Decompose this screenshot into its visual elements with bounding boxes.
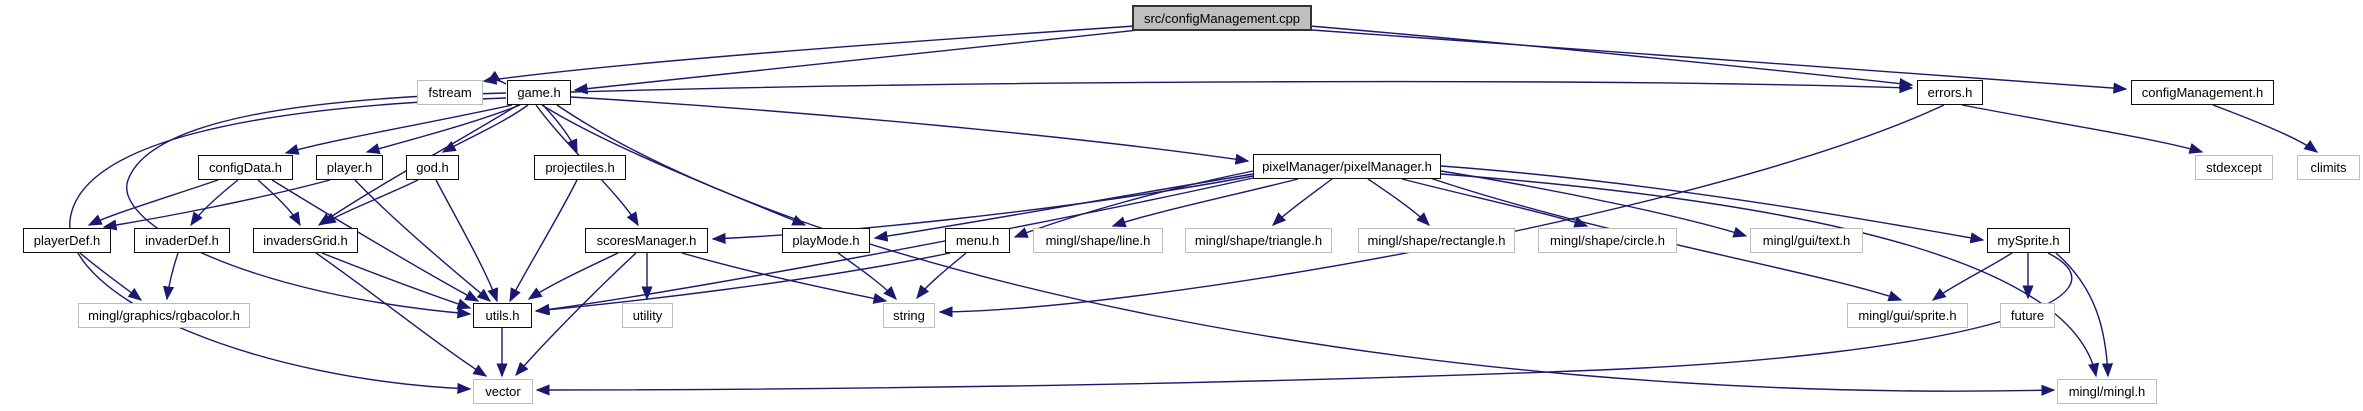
node-climits: climits: [2297, 155, 2360, 180]
edge-game-to-configdata: [284, 104, 513, 155]
node-mysprite-h[interactable]: mySprite.h: [1987, 228, 2070, 253]
node-scoresmanager-h[interactable]: scoresManager.h: [585, 228, 708, 253]
node-mingl-shape-triangle-h: mingl/shape/triangle.h: [1185, 228, 1332, 253]
edge-pixelmanager-to-shapecircle: [1401, 178, 1589, 228]
node-invaderdef-h[interactable]: invaderDef.h: [134, 228, 230, 253]
node-pixelmanager-h[interactable]: pixelManager/pixelManager.h: [1253, 154, 1441, 179]
edge-menu-to-utils: [534, 252, 951, 316]
node-stdexcept: stdexcept: [2195, 155, 2273, 180]
edge-pixelmanager-to-playmode: [873, 173, 1254, 242]
edge-errors-to-stdexcept: [1961, 104, 2204, 154]
edge-pixelmanager-to-utils: [535, 177, 1254, 315]
node-utility: utility: [622, 303, 673, 328]
edge-god-to-utils: [435, 179, 499, 303]
node-src-configmanagement-cpp: src/configManagement.cpp: [1132, 5, 1312, 31]
edge-game-to-player: [365, 104, 521, 155]
edge-scoresmanager-to-string: [681, 252, 888, 304]
edge-player-to-playerdef: [102, 179, 331, 231]
node-mingl-gui-sprite-h: mingl/gui/sprite.h: [1847, 303, 1968, 328]
edge-game-to-errors: [570, 80, 1914, 94]
edge-playmode-to-string: [837, 252, 897, 301]
node-mingl-shape-rectangle-h: mingl/shape/rectangle.h: [1358, 228, 1515, 253]
edge-invadersgrid-to-utils: [321, 252, 472, 310]
edge-game-to-god: [441, 104, 529, 153]
edge-invadersgrid-to-vector: [315, 252, 488, 377]
node-mingl-mingl-h: mingl/mingl.h: [2057, 379, 2157, 404]
node-fstream: fstream: [417, 80, 483, 105]
edge-game-to-vector: [69, 97, 507, 395]
edge-god-to-invadersgrid: [321, 179, 419, 225]
edge-game-to-minglmingl: [556, 104, 2056, 396]
edge-root-to-fstream: [482, 25, 1136, 85]
edge-configdata-to-utils: [271, 179, 480, 302]
node-string: string: [883, 303, 935, 328]
edge-pixelmanager-to-shapeline: [1111, 178, 1299, 228]
node-mingl-shape-line-h: mingl/shape/line.h: [1033, 228, 1163, 253]
node-future: future: [2000, 303, 2055, 328]
edge-pixelmanager-to-shaperect: [1367, 178, 1430, 226]
edge-pixelmanager-to-scoresmanager: [711, 175, 1254, 245]
edge-mysprite-to-minglmingl: [2055, 252, 2114, 378]
edge-pixelmanager-to-shapetriangle: [1271, 178, 1333, 226]
node-configdata-h[interactable]: configData.h: [198, 155, 293, 180]
node-vector: vector: [473, 379, 533, 404]
edge-invaderdef-to-rgbacolor: [163, 252, 179, 301]
edge-player-to-utils: [354, 179, 492, 302]
node-mingl-gui-text-h: mingl/gui/text.h: [1750, 228, 1863, 253]
node-game-h[interactable]: game.h: [507, 80, 571, 105]
edge-game-to-utils: [126, 92, 507, 319]
node-utils-h[interactable]: utils.h: [473, 303, 532, 328]
edge-root-to-errors: [1309, 25, 1914, 90]
node-invadersgrid-h[interactable]: invadersGrid.h: [253, 228, 358, 253]
edge-scoresmanager-to-vector: [515, 252, 637, 377]
edge-root-to-game: [573, 29, 1139, 95]
edge-playerdef-to-rgbacolor: [79, 252, 143, 301]
node-playerdef-h[interactable]: playerDef.h: [23, 228, 111, 253]
edge-configdata-to-invaderdef: [190, 179, 239, 227]
node-player-h[interactable]: player.h: [316, 155, 383, 180]
node-projectiles-h[interactable]: projectiles.h: [534, 155, 626, 180]
edge-configdata-to-invadersgrid: [257, 179, 301, 227]
edge-pixelmanager-to-guisprite: [1429, 177, 1903, 302]
edge-pixelmanager-to-mysprite: [1440, 165, 1985, 244]
edge-scoresmanager-to-utils: [527, 252, 619, 300]
edge-projectiles-to-utils: [509, 179, 578, 303]
edge-configdata-to-playerdef: [87, 179, 219, 226]
edge-menu-to-string: [916, 252, 967, 300]
node-mingl-shape-circle-h: mingl/shape/circle.h: [1538, 228, 1677, 253]
node-menu-h[interactable]: menu.h: [945, 228, 1010, 253]
edge-game-to-projectiles: [542, 104, 578, 154]
node-playmode-h[interactable]: playMode.h: [782, 228, 870, 253]
edge-root-to-configmgmt: [1311, 29, 2128, 94]
node-errors-h[interactable]: errors.h: [1917, 80, 1983, 105]
node-mingl-graphics-rgbacolor-h: mingl/graphics/rgbacolor.h: [78, 303, 250, 328]
edge-pixelmanager-to-guitext: [1440, 170, 1748, 238]
edge-pixelmanager-to-minglmingl: [1440, 173, 2100, 378]
node-configmanagement-h[interactable]: configManagement.h: [2131, 80, 2274, 105]
edge-game-to-pixelmanager: [570, 96, 1250, 165]
edge-mysprite-to-guisprite: [1931, 252, 2013, 301]
edge-game-to-fstream: [485, 70, 507, 85]
node-god-h[interactable]: god.h: [406, 155, 459, 180]
edge-configmgmt-to-climits: [2212, 104, 2319, 153]
